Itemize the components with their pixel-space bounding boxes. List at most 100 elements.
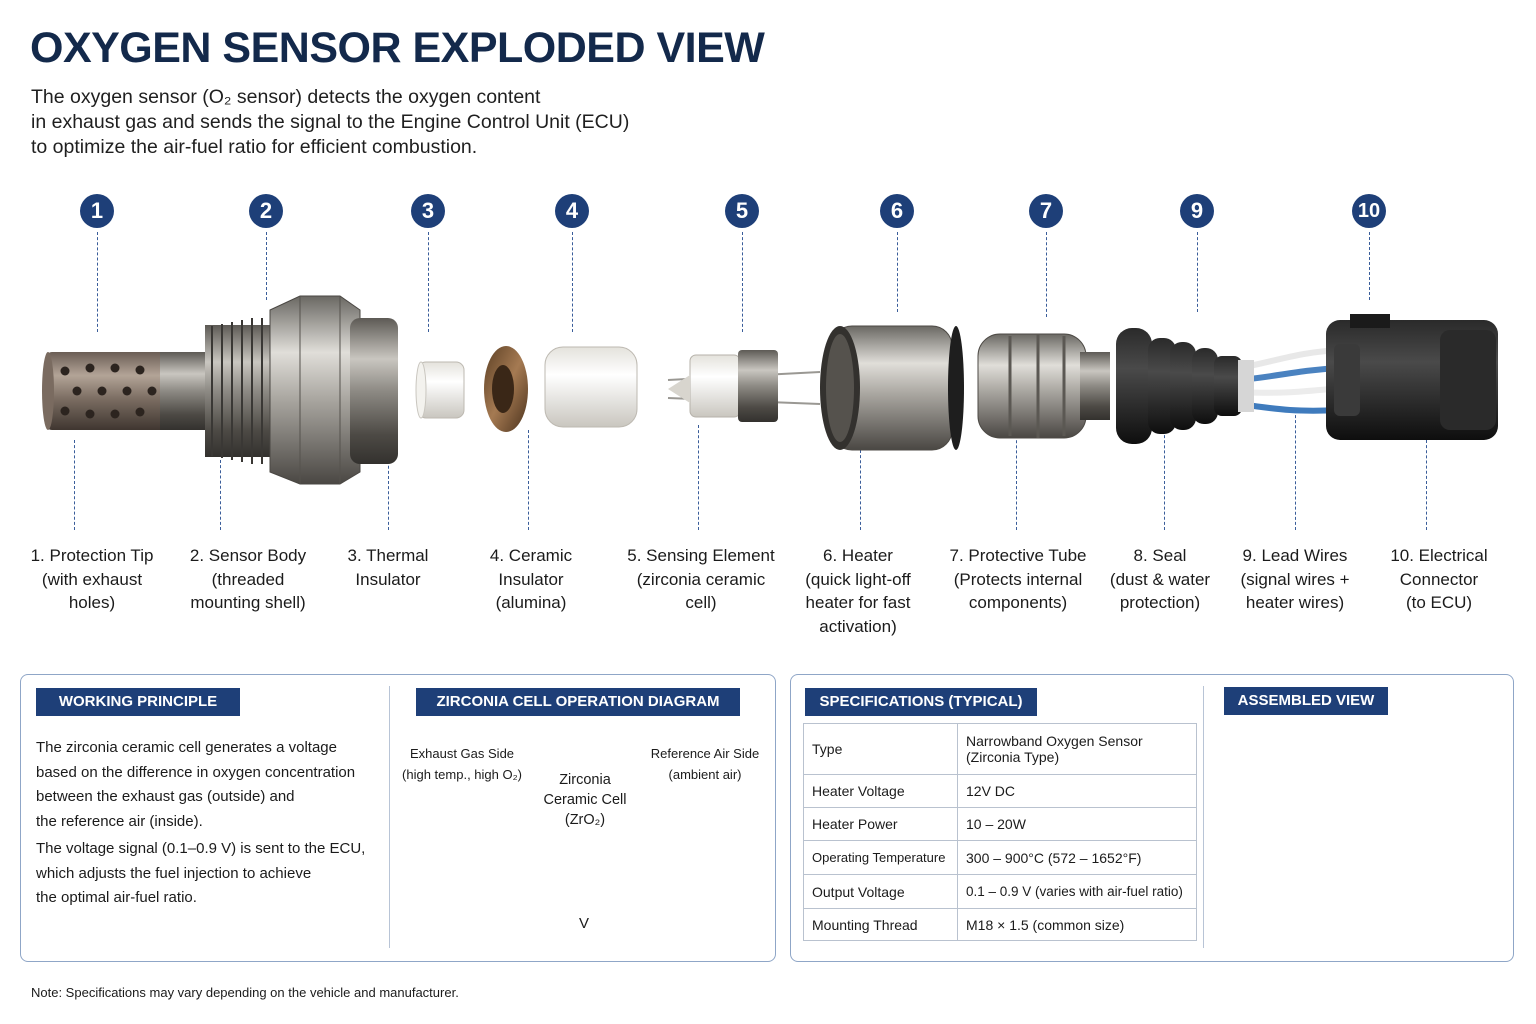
part-label-line: (quick light-off: [805, 569, 911, 589]
intro-line: in exhaust gas and sends the signal to t…: [31, 111, 630, 133]
part-number-badge-9: 9: [1180, 194, 1214, 228]
leader-line: [1046, 232, 1047, 317]
part-number-badge-1: 1: [80, 194, 114, 228]
reference-label-line: Reference Air Side: [650, 746, 760, 761]
lead-wires-part: [1238, 347, 1341, 414]
intro-paragraph: The oxygen sensor (O₂ sensor) detects th…: [31, 85, 671, 160]
table-row: Output Voltage 0.1 – 0.9 V (varies with …: [803, 874, 1197, 909]
exhaust-label-line: (high temp., high O₂): [402, 767, 522, 782]
seal-part: [1116, 328, 1242, 444]
part-label-5: 5. Sensing Element (zirconia ceramic cel…: [621, 544, 781, 615]
leader-line: [97, 232, 98, 332]
table-row: Type Narrowband Oxygen Sensor (Zirconia …: [803, 723, 1197, 775]
electrical-connector-part: [1326, 314, 1498, 440]
part-label-line: (Protects internal: [953, 569, 1083, 589]
working-principle-line: the reference air (inside).: [36, 812, 203, 830]
leader-line: [1369, 232, 1370, 300]
working-principle-line: The voltage signal (0.1–0.9 V) is sent t…: [36, 840, 366, 857]
part-number-badge-7: 7: [1029, 194, 1063, 228]
footnote: Note: Specifications may vary depending …: [31, 985, 459, 1000]
part-number-badge-10: 10: [1352, 194, 1386, 228]
leader-line: [266, 232, 267, 300]
spec-value: Narrowband Oxygen Sensor (Zirconia Type): [957, 723, 1197, 775]
part-label-line: components): [968, 593, 1068, 612]
specifications-title: SPECIFICATIONS (TYPICAL): [805, 688, 1037, 716]
sensor-body-part: [160, 295, 398, 485]
leader-line: [1197, 232, 1198, 312]
part-label-6: 6. Heater (quick light-off heater for fa…: [778, 544, 938, 638]
table-row: Heater Voltage 12V DC: [803, 774, 1197, 808]
leader-line: [1295, 410, 1296, 530]
cell-label-line: (ZrO₂): [564, 812, 606, 828]
cell-label-line: Zirconia: [559, 772, 611, 788]
part-label-line: Connector: [1399, 569, 1479, 589]
spec-key: Output Voltage: [803, 874, 958, 909]
part-label-line: 9. Lead Wires: [1242, 546, 1348, 565]
part-label-line: activation): [819, 616, 897, 636]
part-label-4: 4. Ceramic Insulator (alumina): [451, 544, 611, 615]
washer-part: [484, 346, 528, 432]
page-title: OXYGEN SENSOR EXPLODED VIEW: [30, 24, 765, 72]
panel-divider: [389, 686, 390, 948]
panel-divider: [1203, 686, 1204, 948]
part-number-badge-5: 5: [725, 194, 759, 228]
leader-line: [74, 440, 75, 530]
leader-line: [572, 232, 573, 332]
part-label-9: 9. Lead Wires (signal wires + heater wir…: [1215, 544, 1375, 615]
leader-line: [428, 232, 429, 332]
part-label-line: 4. Ceramic: [489, 546, 573, 565]
part-label-line: (threaded: [211, 569, 285, 589]
spec-key: Mounting Thread: [803, 908, 958, 941]
part-number-badge-3: 3: [411, 194, 445, 228]
part-number-badge-2: 2: [249, 194, 283, 228]
working-principle-panel: [20, 674, 776, 962]
part-label-2: 2. Sensor Body (threaded mounting shell): [168, 544, 328, 615]
table-row: Operating Temperature 300 – 900°C (572 –…: [803, 840, 1197, 875]
spec-key: Operating Temperature: [803, 840, 958, 875]
intro-line: to optimize the air-fuel ratio for effic…: [31, 136, 478, 158]
thermal-insulator-part: [415, 361, 465, 419]
spec-value: 10 – 20W: [957, 807, 1197, 841]
part-label-line: 5. Sensing Element: [627, 546, 775, 565]
part-label-line: (alumina): [495, 593, 567, 612]
spec-value: 300 – 900°C (572 – 1652°F): [957, 840, 1197, 875]
cell-label-line: Ceramic Cell: [543, 792, 627, 808]
part-number-badge-4: 4: [555, 194, 589, 228]
leader-line: [742, 232, 743, 332]
spec-value: 12V DC: [957, 774, 1197, 808]
leader-line: [1164, 430, 1165, 530]
protective-tube-part: [977, 333, 1110, 439]
part-label-line: heater for fast: [805, 593, 911, 612]
part-label-line: (signal wires +: [1240, 569, 1350, 589]
part-number-badge-6: 6: [880, 194, 914, 228]
part-label-line: 10. Electrical: [1390, 546, 1488, 565]
ceramic-insulator-part: [544, 346, 638, 428]
table-row: Mounting Thread M18 × 1.5 (common size): [803, 908, 1197, 941]
heater-part: [820, 325, 964, 451]
sensing-element-part: [667, 350, 821, 422]
spec-key: Type: [803, 723, 958, 775]
working-principle-line: The zirconia ceramic cell generates a vo…: [36, 739, 337, 756]
spec-value: M18 × 1.5 (common size): [957, 908, 1197, 941]
part-label-line: heater wires): [1245, 593, 1345, 612]
part-label-line: holes): [68, 593, 116, 612]
working-principle-line: which adjusts the fuel injection to achi…: [36, 864, 312, 882]
part-label-7: 7. Protective Tube (Protects internal co…: [938, 544, 1098, 615]
part-label-line: 3. Thermal: [347, 546, 429, 565]
part-label-line: (with exhaust: [41, 569, 143, 589]
part-label-line: (zirconia ceramic: [636, 569, 766, 589]
working-principle-line: the optimal air-fuel ratio.: [36, 889, 197, 906]
leader-line: [220, 460, 221, 530]
spec-value: 0.1 – 0.9 V (varies with air-fuel ratio): [957, 874, 1197, 909]
working-principle-line: between the exhaust gas (outside) and: [36, 788, 295, 805]
table-row: Heater Power 10 – 20W: [803, 807, 1197, 841]
part-label-line: protection): [1119, 593, 1201, 612]
leader-line: [1016, 430, 1017, 530]
part-label-10: 10. Electrical Connector (to ECU): [1359, 544, 1519, 615]
part-label-line: mounting shell): [190, 593, 306, 612]
spec-key: Heater Power: [803, 807, 958, 841]
zirconia-diagram-title: ZIRCONIA CELL OPERATION DIAGRAM: [416, 688, 740, 716]
assembled-view-title: ASSEMBLED VIEW: [1224, 687, 1388, 715]
part-label-line: 2. Sensor Body: [189, 546, 307, 565]
part-label-1: 1. Protection Tip (with exhaust holes): [12, 544, 172, 615]
